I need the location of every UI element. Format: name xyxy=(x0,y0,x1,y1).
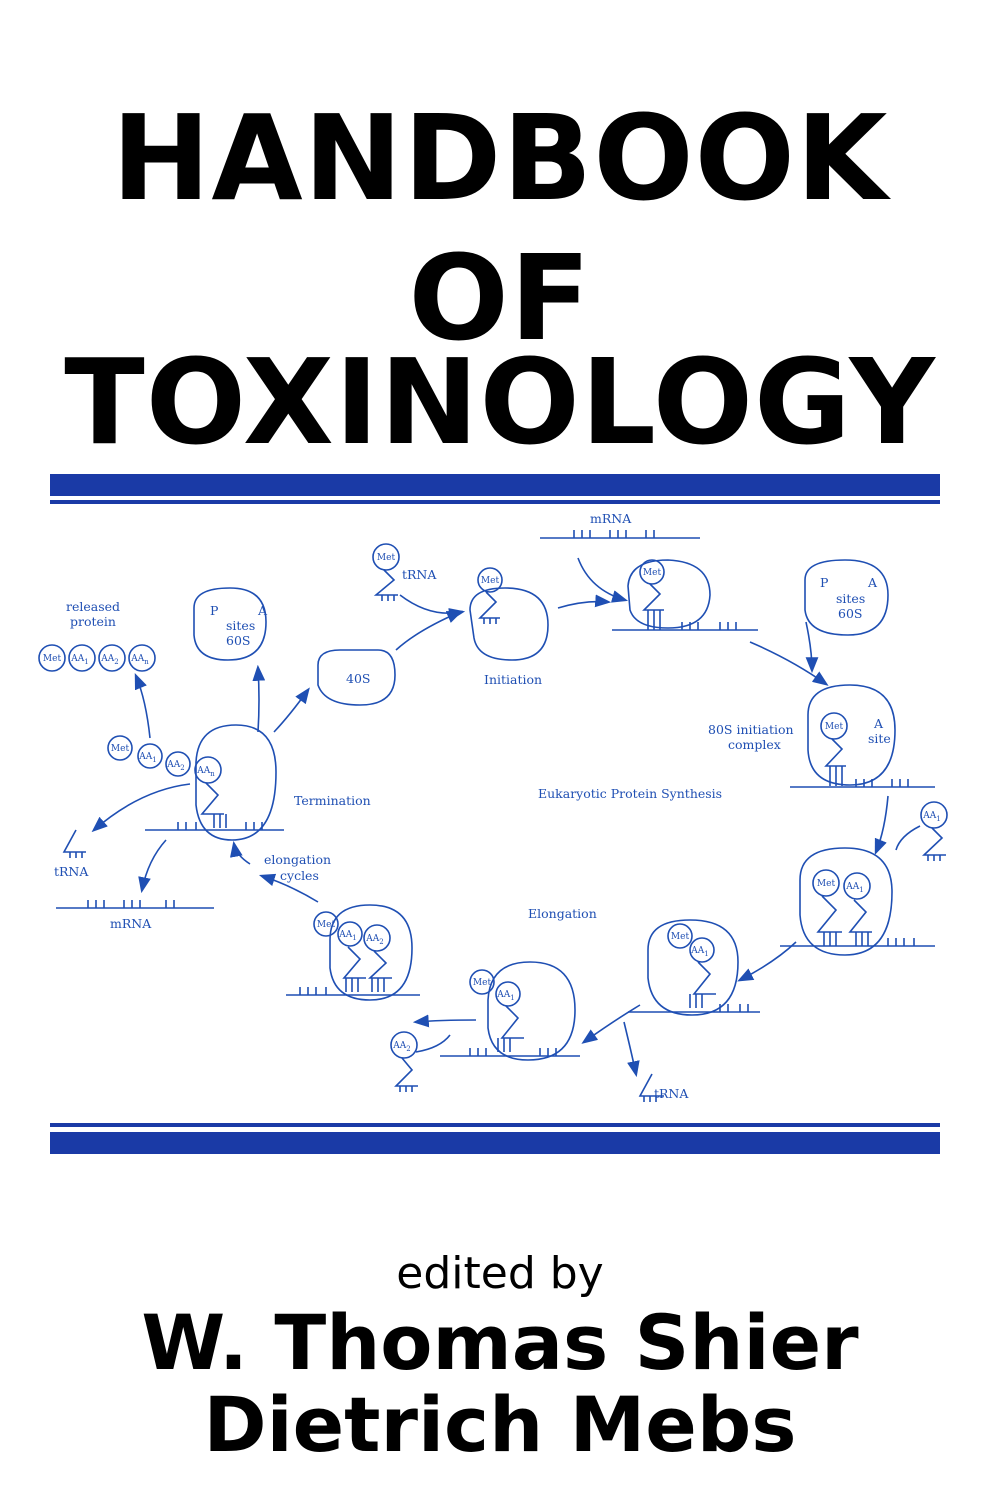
aan-term: AAn xyxy=(196,766,215,778)
label-sites-left: sites xyxy=(226,618,255,633)
aa2-term: AA2 xyxy=(166,760,184,772)
met-3: Met xyxy=(643,568,662,578)
title-line-3: TOXINOLOGY xyxy=(64,333,936,471)
bottom-band-thin xyxy=(50,1123,940,1127)
label-60s-left: 60S xyxy=(226,633,250,648)
label-released-2: protein xyxy=(70,614,116,629)
label-sites-p-right: P xyxy=(820,575,828,590)
met-6: Met xyxy=(671,932,690,942)
editor-1: W. Thomas Shier xyxy=(141,1298,859,1387)
label-trna-top: tRNA xyxy=(402,567,437,582)
label-40s: 40S xyxy=(346,671,370,686)
aa1-bottom: AA1 xyxy=(496,990,514,1002)
top-band-thin xyxy=(50,500,940,504)
label-elongation-cycles-2: cycles xyxy=(280,868,319,883)
label-a-site-letter: A xyxy=(873,716,884,731)
label-sites-a-right: A xyxy=(867,575,878,590)
met-4: Met xyxy=(825,722,844,732)
label-60s-right: 60S xyxy=(838,606,862,621)
met-8: Met xyxy=(317,920,336,930)
label-elongation-cycles-1: elongation xyxy=(264,852,331,867)
title-line-2: OF xyxy=(408,229,592,367)
edited-by-label: edited by xyxy=(396,1248,604,1299)
met-2: Met xyxy=(481,576,500,586)
bottom-band-thick xyxy=(50,1132,940,1154)
label-termination: Termination xyxy=(294,793,371,808)
title-line-1: HANDBOOK xyxy=(111,89,889,227)
aa1-free: AA1 xyxy=(922,811,940,823)
label-released-1: released xyxy=(66,599,120,614)
label-trna-left: tRNA xyxy=(54,864,89,879)
diagram-title: Eukaryotic Protein Synthesis xyxy=(538,786,722,801)
aa1-left: AA1 xyxy=(338,930,356,942)
aa2-free: AA2 xyxy=(392,1041,410,1053)
label-trna-bottom: tRNA xyxy=(654,1086,689,1101)
label-mrna-bottom: mRNA xyxy=(110,916,152,931)
met-1: Met xyxy=(377,553,396,563)
label-elongation: Elongation xyxy=(528,906,597,921)
met-5: Met xyxy=(817,879,836,889)
aa2-left: AA2 xyxy=(365,934,383,946)
aan-released: AAn xyxy=(130,654,149,666)
protein-synthesis-diagram: Eukaryotic Protein Synthesis Initiation … xyxy=(38,511,948,1102)
label-sites-right: sites xyxy=(836,591,865,606)
met-10: Met xyxy=(43,654,62,664)
met-9: Met xyxy=(111,744,130,754)
label-mrna-top: mRNA xyxy=(590,511,632,526)
label-complex-2: complex xyxy=(728,737,781,752)
label-a-site-word: site xyxy=(868,731,891,746)
label-sites-a-left: A xyxy=(257,603,268,618)
label-complex-1: 80S initiation xyxy=(708,722,794,737)
editor-2: Dietrich Mebs xyxy=(203,1380,797,1469)
aa1-mid: AA1 xyxy=(690,946,708,958)
aa1-released: AA1 xyxy=(70,654,88,666)
top-band-thick xyxy=(50,474,940,496)
aa2-released: AA2 xyxy=(100,654,118,666)
label-initiation: Initiation xyxy=(484,672,542,687)
met-7: Met xyxy=(473,978,492,988)
label-sites-p-left: P xyxy=(210,603,218,618)
aa1-term: AA1 xyxy=(138,752,156,764)
aa1-right: AA1 xyxy=(845,882,863,894)
